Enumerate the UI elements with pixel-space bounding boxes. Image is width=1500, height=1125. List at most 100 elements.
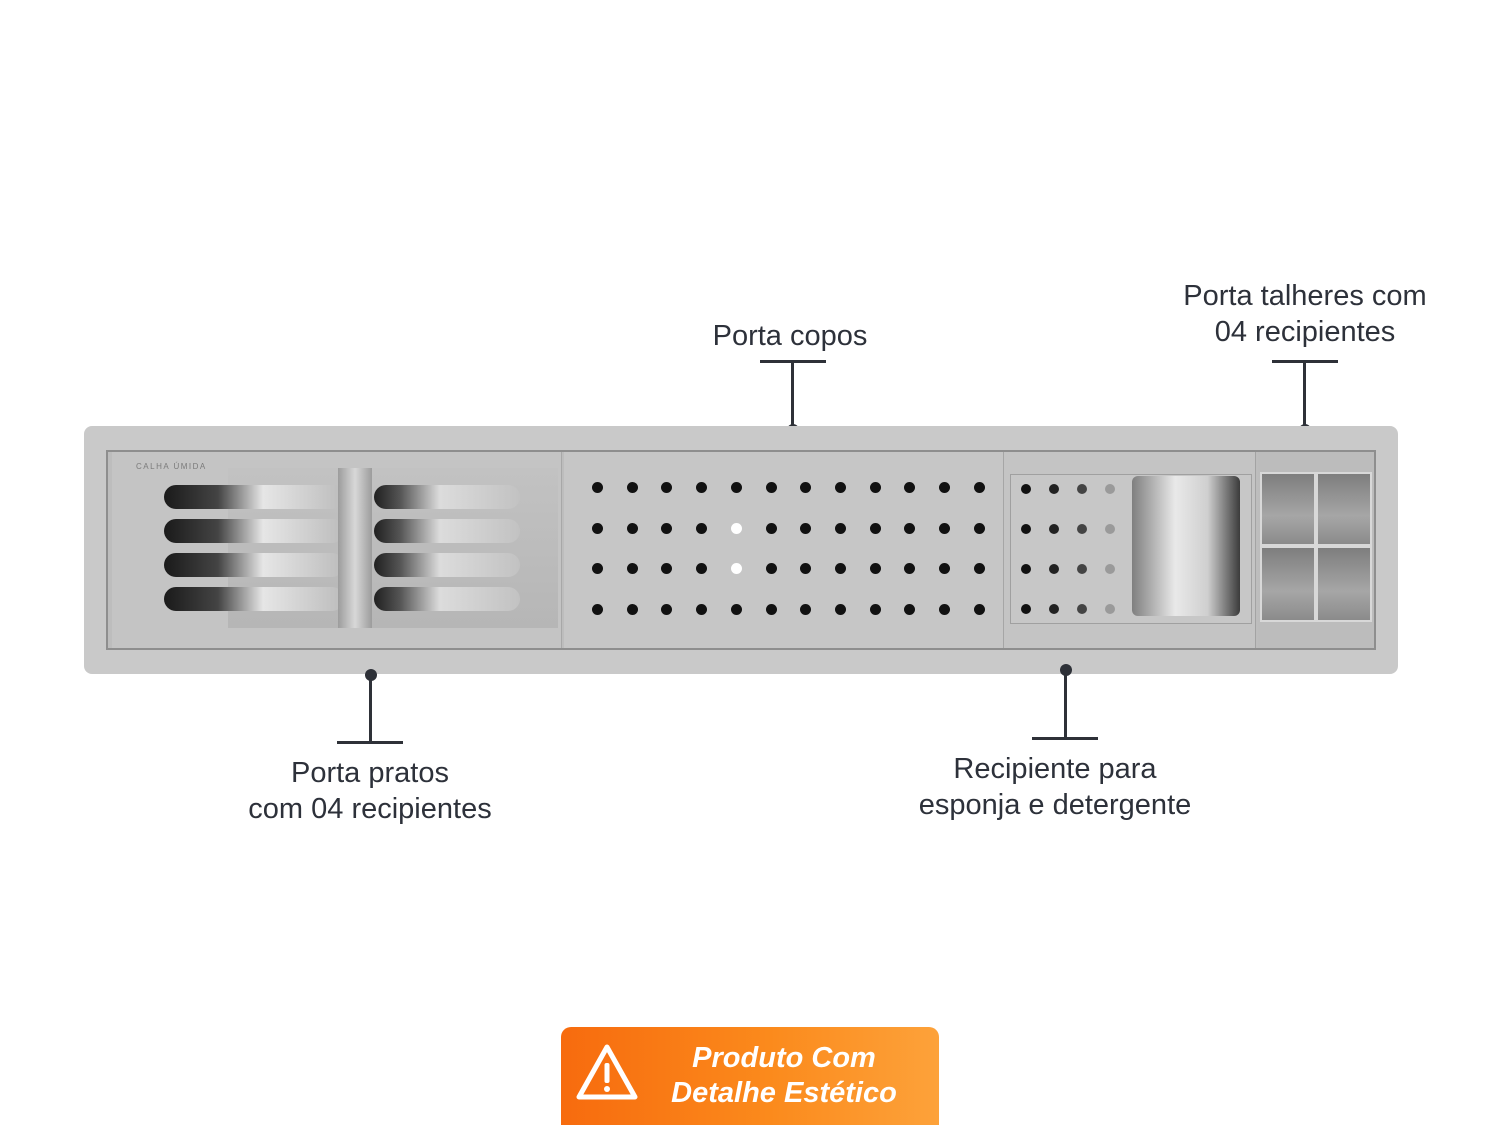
drain-hole bbox=[626, 603, 638, 615]
drain-hole bbox=[696, 603, 708, 615]
drain-hole bbox=[1049, 604, 1059, 614]
plate-rack-module: CALHA ÚMIDA bbox=[112, 452, 562, 648]
cutlery-compartment bbox=[1316, 546, 1372, 622]
plate-slot bbox=[164, 587, 344, 611]
badge-line: Produto Com bbox=[692, 1042, 876, 1074]
leader-dot bbox=[365, 669, 377, 681]
drain-hole bbox=[1077, 564, 1087, 574]
drain-hole bbox=[1077, 484, 1087, 494]
drain-hole bbox=[1105, 564, 1115, 574]
cutlery-compartment bbox=[1260, 472, 1316, 546]
plate-slot bbox=[374, 519, 520, 543]
drain-hole bbox=[730, 522, 742, 534]
drain-hole bbox=[939, 563, 950, 574]
drain-hole bbox=[1105, 484, 1115, 494]
leader-bar bbox=[760, 360, 826, 363]
drain-hole bbox=[1077, 524, 1087, 534]
drain-hole bbox=[800, 482, 812, 493]
drain-hole bbox=[1077, 604, 1087, 614]
label-line: Porta copos bbox=[712, 320, 868, 352]
drain-hole bbox=[765, 482, 777, 493]
leader-bar bbox=[337, 741, 403, 744]
label-line: Porta pratos bbox=[291, 757, 449, 789]
cutlery-holder-module bbox=[1258, 452, 1374, 648]
cutlery-compartment bbox=[1316, 472, 1372, 546]
leader-stem bbox=[791, 362, 794, 426]
sponge-detergent-module bbox=[1004, 452, 1256, 648]
drain-hole bbox=[730, 603, 742, 615]
drain-hole bbox=[696, 482, 708, 493]
badge-text: Produto Com Detalhe Estético bbox=[649, 1041, 919, 1111]
leader-stem bbox=[369, 676, 372, 742]
drain-hole bbox=[1049, 564, 1059, 574]
leader-bar bbox=[1032, 737, 1098, 740]
drain-hole bbox=[869, 603, 881, 615]
cosmetic-defect-badge: Produto Com Detalhe Estético bbox=[561, 1027, 939, 1125]
drain-hole bbox=[661, 482, 673, 493]
drain-hole bbox=[592, 522, 603, 534]
badge-line: Detalhe Estético bbox=[671, 1077, 897, 1109]
brand-mark: CALHA ÚMIDA bbox=[136, 462, 207, 471]
drain-hole bbox=[765, 603, 777, 615]
drain-hole bbox=[1021, 524, 1031, 534]
drain-hole bbox=[973, 522, 985, 534]
drain-hole bbox=[661, 603, 673, 615]
label-porta-talheres: Porta talheres com 04 recipientes bbox=[1160, 278, 1450, 350]
drain-hole bbox=[904, 522, 916, 534]
drain-hole bbox=[834, 603, 846, 615]
drain-hole bbox=[834, 563, 846, 574]
drain-hole bbox=[592, 563, 603, 574]
drain-hole bbox=[765, 522, 777, 534]
leader-stem bbox=[1064, 671, 1067, 738]
drain-hole bbox=[869, 563, 881, 574]
label-line: Recipiente para bbox=[953, 753, 1157, 785]
drain-hole bbox=[1105, 604, 1115, 614]
label-line: esponja e detergente bbox=[918, 789, 1192, 821]
drain-hole bbox=[834, 482, 846, 493]
drain-hole bbox=[1049, 484, 1059, 494]
drain-hole bbox=[904, 603, 916, 615]
drain-hole bbox=[626, 563, 638, 574]
label-recipiente: Recipiente para esponja e detergente bbox=[895, 751, 1215, 823]
drain-hole bbox=[904, 482, 916, 493]
drain-hole bbox=[730, 482, 742, 493]
tray-inner-channel: CALHA ÚMIDA bbox=[106, 450, 1376, 650]
drain-hole bbox=[869, 522, 881, 534]
drain-hole bbox=[661, 522, 673, 534]
plate-slot bbox=[164, 519, 344, 543]
drain-hole bbox=[973, 482, 985, 493]
plate-slot bbox=[374, 485, 520, 509]
drain-hole bbox=[1021, 604, 1031, 614]
drain-hole bbox=[834, 522, 846, 534]
drain-hole bbox=[765, 563, 777, 574]
plate-slot bbox=[164, 553, 344, 577]
drain-hole bbox=[973, 603, 985, 615]
drain-hole bbox=[800, 522, 812, 534]
label-porta-copos: Porta copos bbox=[690, 318, 890, 354]
label-line: com 04 recipientes bbox=[248, 793, 492, 825]
drain-hole bbox=[939, 482, 950, 493]
plate-rack-divider bbox=[338, 468, 372, 628]
sink-accessory-tray: CALHA ÚMIDA bbox=[84, 426, 1398, 674]
warning-icon bbox=[576, 1044, 638, 1100]
leader-dot bbox=[1060, 664, 1072, 676]
drain-hole bbox=[592, 603, 603, 615]
drain-hole bbox=[626, 482, 638, 493]
drain-hole bbox=[939, 603, 950, 615]
plate-slot bbox=[374, 553, 520, 577]
drain-hole bbox=[973, 563, 985, 574]
drain-hole bbox=[869, 482, 881, 493]
label-line: 04 recipientes bbox=[1214, 316, 1396, 348]
drain-hole bbox=[730, 563, 742, 574]
drain-hole bbox=[1021, 484, 1031, 494]
label-line: Porta talheres com bbox=[1183, 280, 1427, 312]
drain-hole bbox=[696, 563, 708, 574]
plate-slot bbox=[164, 485, 344, 509]
drain-hole bbox=[1021, 564, 1031, 574]
leader-bar bbox=[1272, 360, 1338, 363]
drain-hole bbox=[800, 603, 812, 615]
drain-hole bbox=[1049, 524, 1059, 534]
leader-stem bbox=[1303, 362, 1306, 426]
drain-hole bbox=[1105, 524, 1115, 534]
plate-slot bbox=[374, 587, 520, 611]
